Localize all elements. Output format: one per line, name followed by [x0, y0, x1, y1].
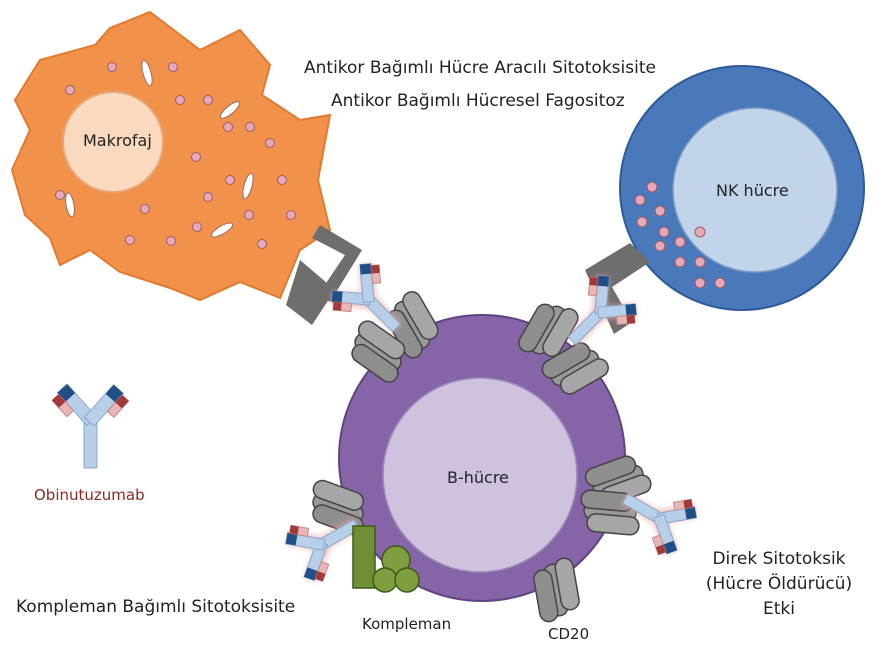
b-cell-label: B-hücre [447, 468, 509, 487]
direct-line-1: Direk Sitotoksik [712, 549, 846, 569]
cd20-label: CD20 [548, 625, 590, 643]
macrophage-vesicles [65, 59, 254, 238]
direct-line-2: (Hücre Öldürücü) [705, 574, 853, 594]
legend-antibody-icon [51, 383, 130, 469]
direct-cytotoxic-label: Direk Sitotoksik (Hücre Öldürücü) Etki [694, 547, 864, 622]
macrophage-granules [55, 62, 296, 249]
macrophage-label: Makrofaj [83, 131, 152, 150]
direct-line-3: Etki [763, 599, 795, 619]
adcc-label: Antikor Bağımlı Hücre Aracılı Sitotoksis… [304, 58, 656, 78]
nk-cell [619, 65, 865, 311]
macrophage-nucleus [62, 91, 164, 193]
macrophage-body [10, 10, 332, 302]
macrophage-fc-receptor [286, 225, 362, 325]
drug-label: Obinutuzumab [34, 486, 145, 504]
nk-fc-receptor [585, 243, 650, 334]
complement-complex [352, 525, 420, 593]
adcp-label: Antikor Bağımlı Hücresel Fagositoz [331, 91, 625, 111]
nk-cell-label: NK hücre [716, 181, 789, 200]
b-cell [338, 314, 626, 602]
cdc-label: Kompleman Bağımlı Sitotoksisite [16, 597, 296, 617]
macrophage-cell [10, 10, 332, 302]
complement-label: Kompleman [362, 615, 452, 633]
